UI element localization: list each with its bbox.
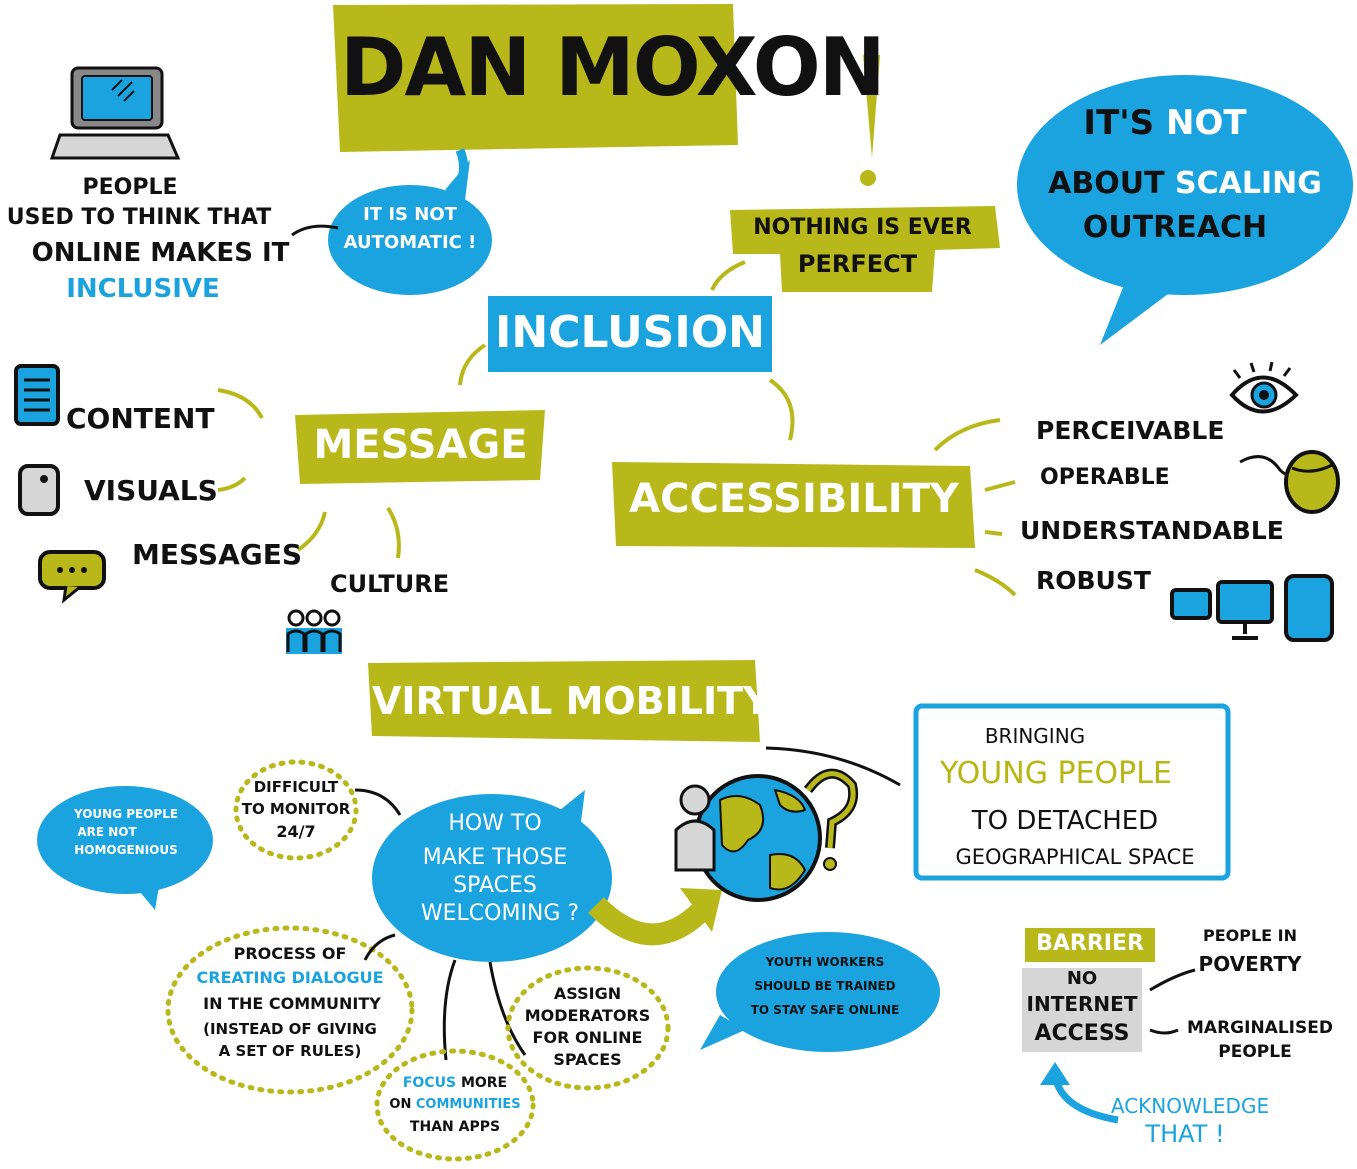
difficult-line-3: 24/7 [276, 822, 316, 841]
perceivable-label: PERCEIVABLE [1036, 416, 1225, 445]
operable-label: OPERABLE [1040, 465, 1170, 490]
moderators-line-2: MODERATORS [524, 1006, 651, 1025]
focus-word: FOCUS [402, 1075, 457, 1091]
bringing-box [913, 703, 1231, 881]
welcoming-bubble [372, 794, 612, 962]
people-icon [286, 609, 342, 654]
young-people-bubble [37, 786, 213, 894]
document-icon [14, 364, 60, 426]
dialogue-line-1: PROCESS OF [233, 944, 347, 963]
devices-icon [1170, 574, 1334, 642]
perfect-banner [730, 206, 1000, 292]
young-people-line-1: YOUNG PEOPLE [73, 807, 179, 821]
not-automatic-line-2: AUTOMATIC ! [343, 232, 477, 253]
welcoming-line-4: WELCOMING ? [420, 901, 580, 926]
bringing-line-4: GEOGRAPHICAL SPACE [955, 845, 1195, 869]
people-note-line-2: USED TO THINK THAT [6, 205, 272, 230]
camera-icon [18, 464, 60, 516]
eye-icon [1229, 361, 1299, 414]
barrier-label: BARRIER [1036, 931, 1144, 956]
people-note-line-1: PEOPLE [82, 175, 178, 200]
message-label: MESSAGE [313, 422, 528, 468]
marginalised-line-2: PEOPLE [1218, 1042, 1292, 1062]
chat-icon [38, 550, 106, 604]
moderators-line-4: SPACES [553, 1050, 622, 1069]
scaling-not: NOT [1166, 103, 1247, 143]
no-internet-box [1022, 968, 1142, 1052]
dialogue-line-2: CREATING DIALOGUE [196, 968, 384, 987]
scaling-line-2: ABOUT SCALING [1030, 168, 1340, 200]
youth-workers-line-3: TO STAY SAFE ONLINE [750, 1003, 900, 1017]
marginalised-line-1: MARGINALISED [1187, 1018, 1333, 1038]
no-internet-line-2: INTERNET [1026, 992, 1138, 1016]
focus-line-3: THAN APPS [409, 1119, 501, 1135]
messages-label: MESSAGES [132, 538, 303, 571]
globe-person-icon [674, 768, 858, 902]
young-people-line-2: ARE NOT [77, 825, 137, 839]
accessibility-label: ACCESSIBILITY [629, 476, 959, 522]
welcoming-line-3: SPACES [453, 873, 537, 898]
people-note-line-3: ONLINE MAKES IT [31, 238, 290, 268]
dialogue-line-3: IN THE COMMUNITY [203, 994, 381, 1013]
scaling-scaling: SCALING [1175, 166, 1322, 201]
moderators-line-3: FOR ONLINE [532, 1028, 643, 1047]
scaling-line-3: OUTREACH [1082, 210, 1268, 245]
scaling-bubble [1017, 75, 1353, 295]
difficult-line-2: TO MONITOR [241, 800, 351, 818]
acknowledge-line-1: ACKNOWLEDGE [1110, 1094, 1270, 1118]
no-internet-line-1: NO [1066, 968, 1098, 989]
welcoming-line-2: MAKE THOSE [422, 845, 568, 870]
dialogue-line-4: (INSTEAD OF GIVING [203, 1020, 377, 1038]
bringing-line-3: TO DETACHED [971, 806, 1159, 836]
message-box [295, 410, 545, 484]
no-internet-line-3: ACCESS [1034, 1021, 1130, 1046]
page-title: DAN MOXON [340, 21, 886, 114]
welcoming-line-1: HOW TO [448, 811, 542, 836]
content-label: CONTENT [66, 402, 215, 435]
more-word: MORE [460, 1075, 508, 1091]
mouse-icon [1239, 450, 1340, 514]
laptop-icon [49, 66, 181, 160]
inclusive-highlight: INCLUSIVE [66, 274, 220, 304]
focus-line-1: FOCUS MORE [390, 1076, 520, 1091]
visuals-label: VISUALS [84, 474, 218, 507]
difficult-line-1: DIFFICULT [253, 778, 339, 796]
bringing-line-2: YOUNG PEOPLE [940, 756, 1172, 791]
barrier-label-box [1025, 928, 1155, 962]
bringing-line-1: BRINGING [984, 724, 1086, 748]
scaling-about: ABOUT [1048, 166, 1165, 201]
perfect-line-2: PERFECT [797, 250, 918, 278]
dialogue-line-5: A SET OF RULES) [218, 1042, 362, 1060]
poverty-line-2: POVERTY [1198, 952, 1302, 976]
inclusion-label: INCLUSION [495, 307, 765, 358]
virtual-mobility-box [368, 660, 760, 742]
young-people-line-3: HOMOGENIOUS [74, 843, 178, 857]
accessibility-box [612, 462, 975, 548]
not-automatic-bubble [328, 185, 492, 295]
scaling-line-1: IT'S NOT [1040, 103, 1290, 143]
not-automatic-line-1: IT IS NOT [363, 204, 457, 225]
robust-label: ROBUST [1036, 566, 1151, 595]
acknowledge-line-2: THAT ! [1145, 1120, 1225, 1148]
youth-workers-line-2: SHOULD BE TRAINED [754, 979, 896, 993]
understandable-label: UNDERSTANDABLE [1020, 516, 1284, 545]
focus-line-2: ON COMMUNITIES [380, 1098, 530, 1112]
youth-workers-line-1: YOUTH WORKERS [765, 955, 885, 969]
moderators-line-1: ASSIGN [553, 984, 622, 1003]
communities-word: COMMUNITIES [415, 1097, 521, 1112]
on-word: ON [389, 1097, 412, 1112]
inclusion-box [488, 296, 772, 372]
poverty-line-1: PEOPLE IN [1202, 926, 1298, 945]
title-banner [333, 4, 738, 152]
perfect-line-1: NOTHING IS EVER [753, 215, 972, 240]
culture-label: CULTURE [330, 570, 450, 598]
scaling-its: IT'S [1083, 103, 1155, 143]
virtual-mobility-label: VIRTUAL MOBILITY [372, 679, 771, 723]
youth-workers-bubble [716, 932, 940, 1052]
